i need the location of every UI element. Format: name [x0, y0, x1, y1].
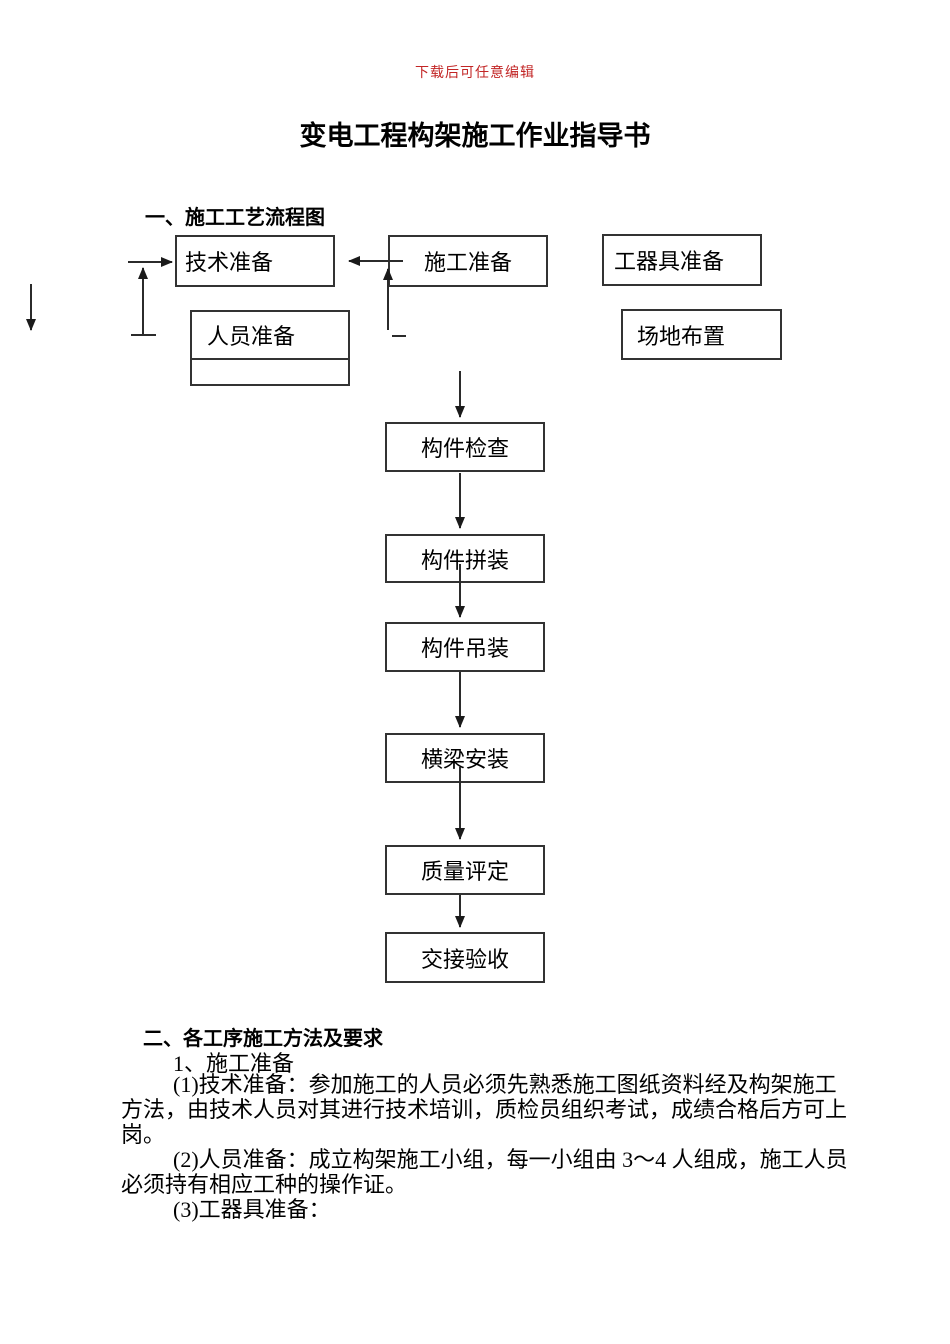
flow-box-label: 构件拼装 [420, 547, 509, 573]
flow-box-label: 构件检查 [420, 436, 509, 461]
flow-box-construction-prep: 施工准备 [388, 235, 548, 287]
flow-box-beam-installation: 横梁安装 [385, 733, 545, 783]
flow-box-personnel-prep: 人员准备 [190, 310, 350, 360]
flow-box-label: 工器具准备 [614, 249, 725, 274]
flow-box-label: 构件吊装 [420, 636, 509, 661]
flow-box-handover-acceptance: 交接验收 [385, 932, 545, 983]
methods-paragraphs: (1)技术准备：参加施工的人员必须先熟悉施工图纸资料经及构架施工 方法，由技术人… [121, 1072, 911, 1222]
flow-box-site-layout: 场地布置 [621, 309, 782, 360]
paragraph-line: (2)人员准备：成立构架施工小组，每一小组由 3～4 人组成，施工人员 [173, 1147, 848, 1172]
flow-box-label: 人员准备 [207, 324, 296, 349]
paragraph-line: (1)技术准备：参加施工的人员必须先熟悉施工图纸资料经及构架施工 [173, 1072, 837, 1097]
flow-box-component-assembly: 构件拼装 [385, 534, 545, 583]
flow-box-label: 施工准备 [423, 250, 512, 275]
section-heading-flowchart: 一、施工工艺流程图 [145, 207, 325, 229]
flow-box-tools-prep: 工器具准备 [602, 234, 762, 286]
flow-box-label: 交接验收 [420, 946, 509, 972]
flow-box-empty [190, 358, 350, 386]
flow-box-component-hoisting: 构件吊装 [385, 622, 545, 672]
section-heading-methods: 二、各工序施工方法及要求 [143, 1028, 383, 1050]
flow-box-component-check: 构件检查 [385, 422, 545, 472]
paragraph-line: 岗。 [121, 1122, 166, 1147]
flow-box-label: 横梁安装 [420, 747, 509, 772]
flow-box-label: 技术准备 [185, 250, 274, 275]
flow-box-quality-assessment: 质量评定 [385, 845, 545, 895]
subsection-heading: 1、施工准备 [173, 1051, 295, 1076]
watermark-text: 下载后可任意编辑 [415, 66, 535, 81]
paragraph-line: (3)工器具准备： [173, 1197, 331, 1222]
flow-box-label: 质量评定 [420, 859, 509, 884]
flow-box-label: 场地布置 [637, 323, 726, 349]
paragraph-line: 方法，由技术人员对其进行技术培训，质检员组织考试，成绩合格后方可上 [121, 1097, 848, 1122]
flow-box-tech-prep: 技术准备 [175, 235, 335, 287]
page-title: 变电工程构架施工作业指导书 [299, 121, 651, 151]
paragraph-line: 必须持有相应工种的操作证。 [121, 1172, 408, 1197]
